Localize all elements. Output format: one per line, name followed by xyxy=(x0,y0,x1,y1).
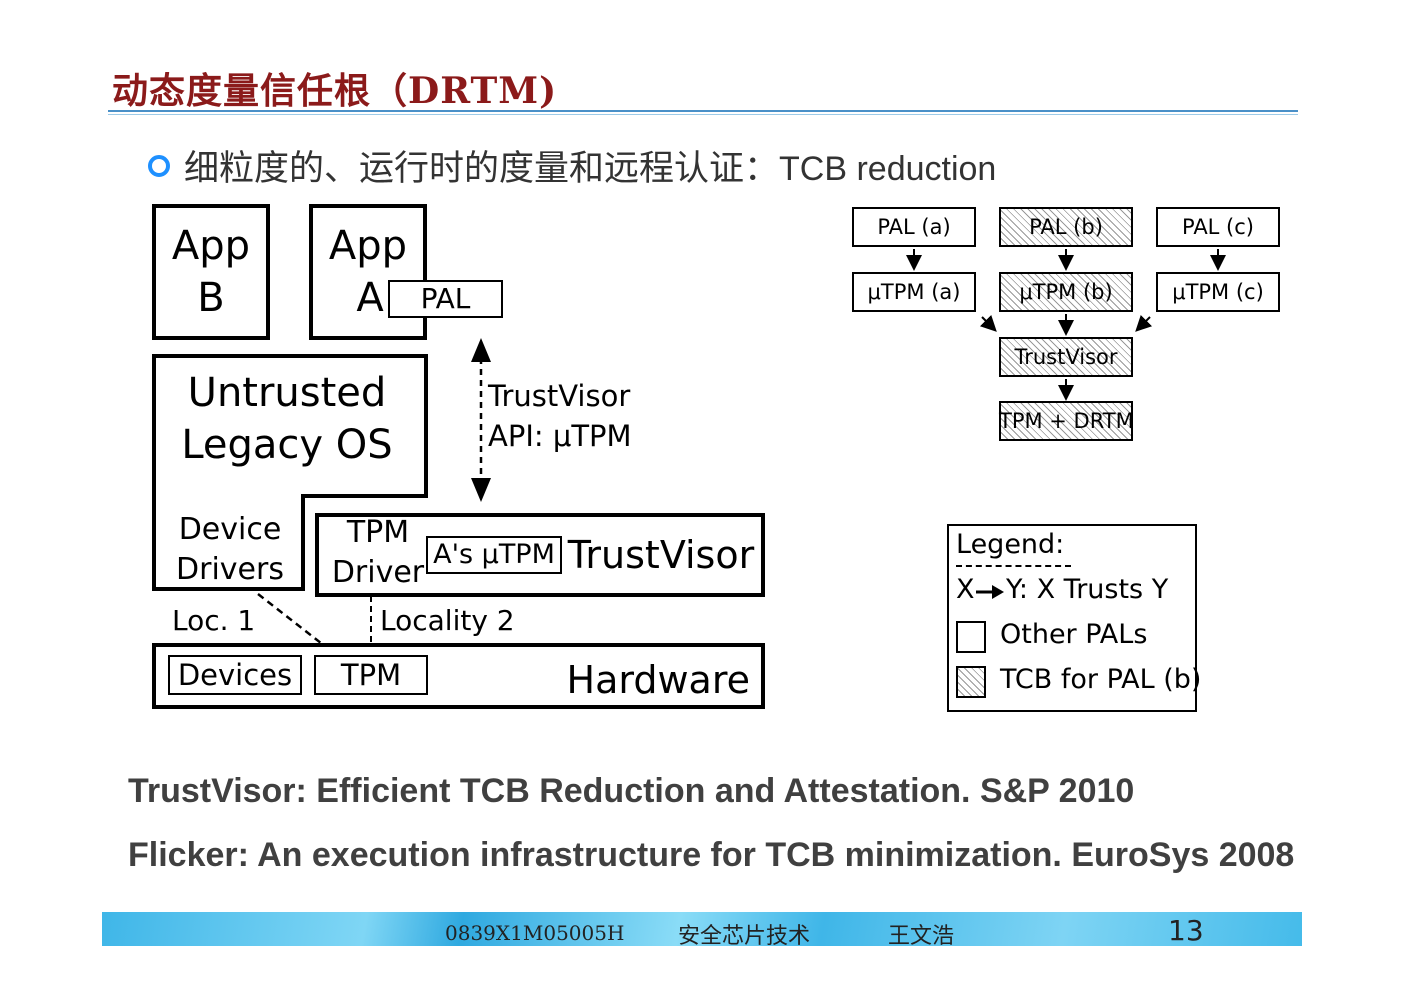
trustvisor-node-box xyxy=(999,337,1133,377)
utpm-c-box xyxy=(1156,272,1280,312)
legend-title: Legend: xyxy=(956,529,1065,560)
bullet-text-en: TCB reduction xyxy=(779,150,997,188)
legend-other-swatch xyxy=(956,621,986,653)
legend-trust-label: Y: X Trusts Y xyxy=(1006,574,1169,605)
pal-b-box xyxy=(999,207,1133,247)
legend-box xyxy=(947,524,1197,712)
utpm-a-label: μTPM (a) xyxy=(867,280,961,304)
loc2-label: Locality 2 xyxy=(380,604,515,637)
pal-box xyxy=(388,280,503,318)
api-label-1: TrustVisor xyxy=(488,379,631,413)
reference-flicker: Flicker: An execution infrastructure for… xyxy=(128,836,1295,874)
devices-box xyxy=(168,655,302,695)
pal-c-box xyxy=(1156,207,1280,247)
os-label-2: Legacy OS xyxy=(181,422,393,468)
trustvisor-node-label: TrustVisor xyxy=(1014,345,1118,369)
circle-bullet-icon xyxy=(148,155,170,177)
api-arrow xyxy=(471,338,491,502)
trust-arrows xyxy=(906,249,1226,401)
pal-c-label: PAL (c) xyxy=(1182,215,1254,239)
legend-tcb-label: TCB for PAL (b) xyxy=(1000,664,1202,695)
loc1-label: Loc. 1 xyxy=(172,604,256,637)
footer-code: 0839X1M05005H xyxy=(445,921,625,945)
tpm-driver-label-1: TPM xyxy=(346,515,410,550)
utpm-b-box xyxy=(999,272,1133,312)
app-b-box xyxy=(152,204,270,340)
drivers-label-1: Device xyxy=(178,512,282,547)
legend-tcb-swatch xyxy=(956,666,986,698)
tpm-driver-label-2: Driver xyxy=(331,555,425,590)
app-b-label-1: App xyxy=(171,223,251,269)
pal-label: PAL xyxy=(420,282,471,315)
tpm-drtm-label: TPM + DRTM xyxy=(999,409,1134,433)
legend-other-label: Other PALs xyxy=(1000,619,1148,650)
a-utpm-label: A's μTPM xyxy=(433,539,555,570)
drivers-label-2: Drivers xyxy=(176,552,284,587)
page-number: 13 xyxy=(1168,914,1204,947)
pal-b-label: PAL (b) xyxy=(1029,215,1103,239)
app-b-label-2: B xyxy=(197,275,225,321)
bullet-line: 细粒度的、运行时的度量和远程认证：TCB reduction xyxy=(148,140,996,191)
pal-a-label: PAL (a) xyxy=(877,215,951,239)
utpm-a-box xyxy=(852,272,976,312)
trustvisor-label: TrustVisor xyxy=(567,533,755,577)
app-a-label-2: A xyxy=(356,275,384,321)
a-utpm-box xyxy=(426,536,562,574)
locality-lines xyxy=(257,593,372,655)
tpm-hw-box xyxy=(314,655,428,695)
api-label-2: API: μTPM xyxy=(488,419,632,453)
title-rule xyxy=(108,110,1298,112)
footer-author: 王文浩 xyxy=(888,924,955,949)
devices-label: Devices xyxy=(177,658,293,692)
utpm-c-label: μTPM (c) xyxy=(1172,280,1264,304)
tpm-drtm-box xyxy=(999,401,1133,441)
bullet-text-zh: 细粒度的、运行时的度量和远程认证： xyxy=(184,149,780,189)
slide-title: 动态度量信任根（DRTM) xyxy=(112,70,558,112)
legend-trust-x: X xyxy=(956,574,975,605)
app-a-label-1: App xyxy=(328,223,408,269)
pal-a-box xyxy=(852,207,976,247)
utpm-b-label: μTPM (b) xyxy=(1019,280,1113,304)
os-label-1: Untrusted xyxy=(187,370,387,416)
untrusted-os-shape xyxy=(152,354,428,591)
footer-course: 安全芯片技术 xyxy=(678,924,811,949)
hardware-label: Hardware xyxy=(566,658,750,702)
legend-divider xyxy=(956,565,1071,567)
reference-trustvisor: TrustVisor: Efficient TCB Reduction and … xyxy=(128,772,1135,810)
tpm-hw-label: TPM xyxy=(340,658,402,692)
title-rule-light xyxy=(108,114,1298,115)
legend-arrow-icon xyxy=(976,585,1004,599)
footer-band xyxy=(102,912,1302,946)
